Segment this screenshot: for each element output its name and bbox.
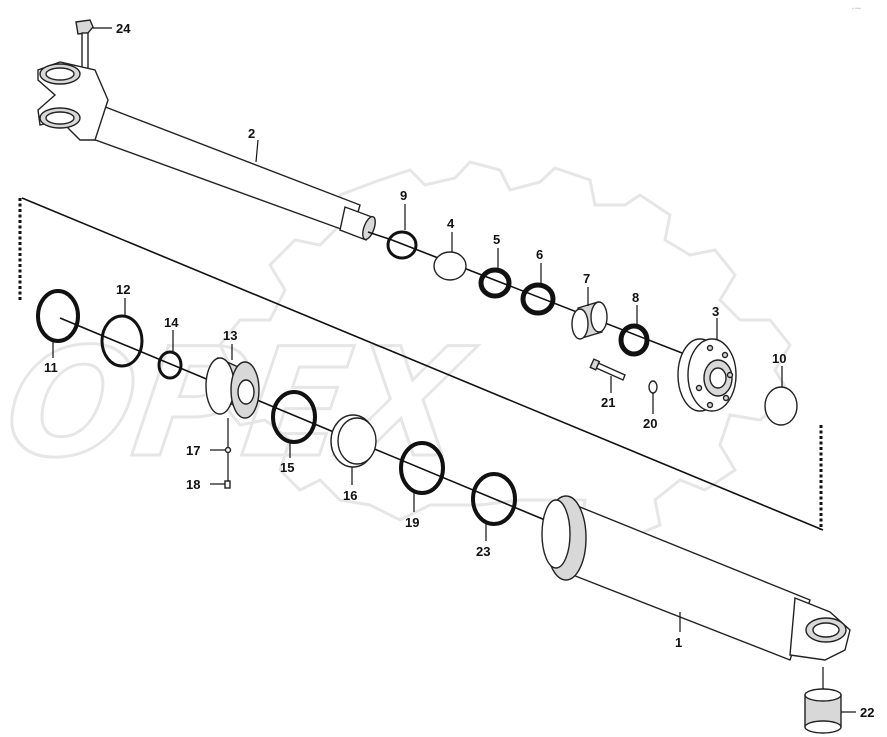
callout-9: 9 xyxy=(400,188,407,203)
seal-14 xyxy=(157,330,183,380)
callout-6: 6 xyxy=(536,247,543,262)
callout-17: 17 xyxy=(186,443,200,458)
callout-22: 22 xyxy=(860,705,874,720)
wear-ring-16 xyxy=(330,414,377,485)
callout-16: 16 xyxy=(343,488,357,503)
callout-20: 20 xyxy=(643,416,657,431)
cylinder-tube-1 xyxy=(541,495,851,661)
piston-rod xyxy=(37,61,393,241)
pin-17 xyxy=(210,446,232,454)
callout-23: 23 xyxy=(476,544,490,559)
main-axis xyxy=(21,197,824,531)
callout-8: 8 xyxy=(632,290,639,305)
callout-13: 13 xyxy=(223,328,237,343)
callout-labels: 24 2 9 4 5 6 7 8 3 10 12 14 13 11 21 20 … xyxy=(44,21,874,720)
callout-14: 14 xyxy=(164,315,179,330)
bolt-21 xyxy=(589,358,626,393)
seal-19 xyxy=(399,441,445,512)
callout-24: 24 xyxy=(116,21,131,36)
watermark: OPEX xyxy=(0,160,792,544)
callout-15: 15 xyxy=(280,460,294,475)
callout-2: 2 xyxy=(248,126,255,141)
piston-13 xyxy=(205,344,260,448)
corner-mark: ◦ ▫▫▫ xyxy=(852,6,861,12)
washer-4 xyxy=(433,232,467,281)
callout-3: 3 xyxy=(712,304,719,319)
seal-15 xyxy=(271,390,317,458)
callout-21: 21 xyxy=(601,395,615,410)
pin-18 xyxy=(210,453,231,489)
callout-1: 1 xyxy=(675,635,682,650)
seal-5 xyxy=(478,248,512,299)
seal-23 xyxy=(471,472,517,541)
disc-10 xyxy=(764,366,798,426)
seal-6 xyxy=(520,263,556,316)
seal-12 xyxy=(100,298,144,368)
callout-18: 18 xyxy=(186,477,200,492)
callout-12: 12 xyxy=(116,282,130,297)
bushing-7 xyxy=(571,287,608,340)
callout-11: 11 xyxy=(44,360,58,375)
bushing-22 xyxy=(804,667,856,734)
callout-10: 10 xyxy=(772,351,786,366)
grease-nipple xyxy=(75,19,112,74)
seal-8 xyxy=(618,305,650,357)
seal-9 xyxy=(386,204,418,260)
seal-11 xyxy=(36,289,80,358)
washer-20 xyxy=(648,380,658,414)
callout-19: 19 xyxy=(405,515,419,530)
cylinder-head-3 xyxy=(677,318,737,412)
callout-5: 5 xyxy=(493,232,500,247)
callout-7: 7 xyxy=(583,271,590,286)
callout-4: 4 xyxy=(447,216,455,231)
